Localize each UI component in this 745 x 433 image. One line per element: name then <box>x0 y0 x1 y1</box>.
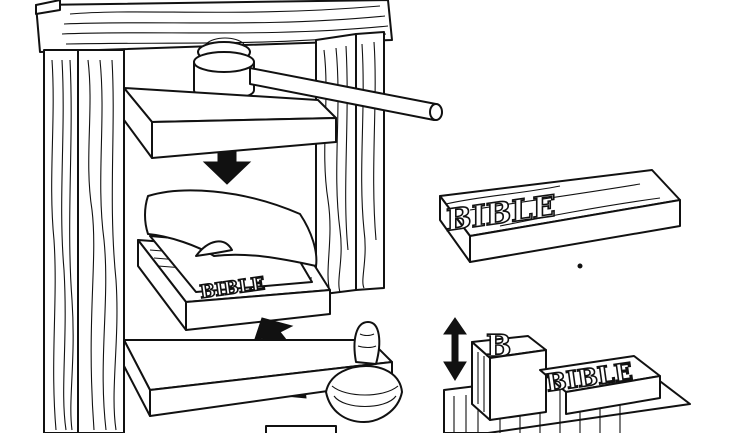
press-handle <box>249 67 443 121</box>
ink-speck <box>577 263 583 269</box>
large-type-letter: B <box>486 329 511 364</box>
large-type-block: B <box>471 328 547 421</box>
blank-paper-sheet <box>144 189 318 267</box>
press-top-beam <box>35 0 393 53</box>
upper-platen <box>123 87 337 159</box>
press-screw <box>193 37 255 100</box>
down-arrow <box>202 151 252 185</box>
carved-woodblock: BIBLE <box>439 169 681 263</box>
press-right-post <box>315 31 385 296</box>
ink-dauber <box>325 321 403 423</box>
base-fragment <box>265 425 337 433</box>
double-arrow <box>443 317 467 381</box>
press-left-post <box>43 49 125 433</box>
lower-platform <box>123 339 393 417</box>
